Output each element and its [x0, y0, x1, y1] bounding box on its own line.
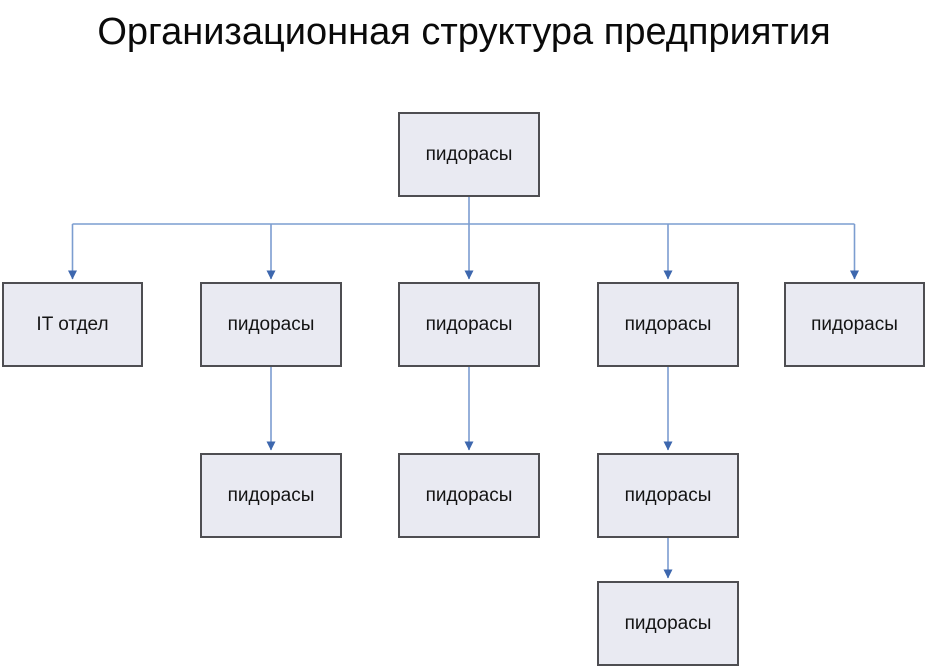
org-node-level2-col4: пидорасы [597, 282, 739, 367]
org-node-label: пидорасы [811, 313, 898, 335]
org-node-label: пидорасы [425, 313, 513, 335]
org-node-label: пидорасы [227, 484, 315, 506]
org-node-level3-col2: пидорасы [200, 453, 342, 538]
org-node-label: пидорасы [624, 612, 712, 634]
org-node-level3-col3: пидорасы [398, 453, 540, 538]
org-node-it-department: IT отдел [2, 282, 143, 367]
org-node-root: пидорасы [398, 112, 540, 197]
org-node-level3-col4: пидорасы [597, 453, 739, 538]
org-node-label: пидорасы [624, 313, 712, 335]
org-node-level2-col5: пидорасы [784, 282, 925, 367]
org-node-level2-col3: пидорасы [398, 282, 540, 367]
org-node-level4-col4: пидорасы [597, 581, 739, 666]
org-node-label: пидорасы [425, 484, 513, 506]
diagram-title: Организационная структура предприятия [97, 11, 831, 53]
org-node-label: пидорасы [624, 484, 712, 506]
org-node-label: IT отдел [36, 313, 109, 335]
org-node-label: пидорасы [425, 143, 513, 165]
org-node-level2-col2: пидорасы [200, 282, 342, 367]
org-node-label: пидорасы [227, 313, 315, 335]
